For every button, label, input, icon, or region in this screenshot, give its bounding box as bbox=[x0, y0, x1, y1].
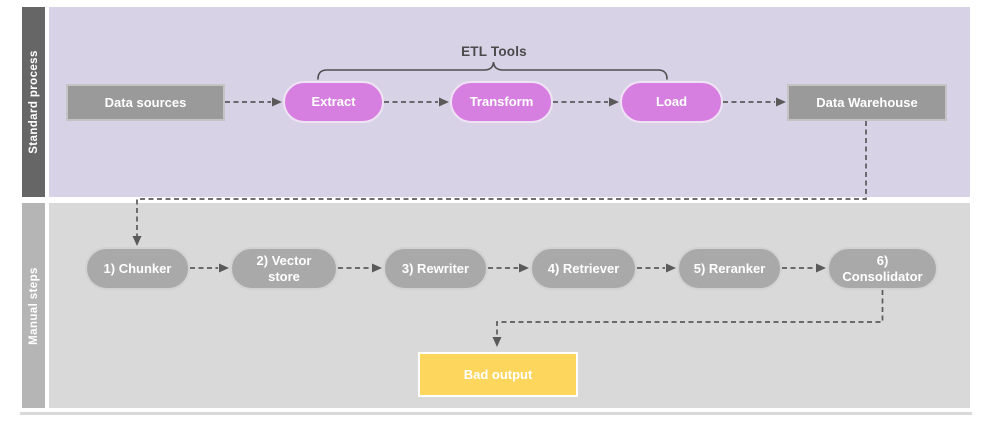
node-bad-output: Bad output bbox=[418, 352, 578, 397]
etl-tools-label: ETL Tools bbox=[461, 44, 527, 59]
node-load: Load bbox=[620, 81, 723, 123]
lane-label-manual-steps: Manual steps bbox=[22, 203, 45, 408]
node-vector-store: 2) Vector store bbox=[230, 247, 338, 290]
node-extract: Extract bbox=[283, 81, 384, 123]
node-rewriter: 3) Rewriter bbox=[383, 247, 488, 290]
node-reranker: 5) Reranker bbox=[677, 247, 782, 290]
lane-label-standard-process: Standard process bbox=[22, 7, 45, 197]
bottom-divider bbox=[20, 412, 972, 415]
lane-label-standard-text: Standard process bbox=[27, 50, 40, 154]
node-data-sources: Data sources bbox=[66, 84, 225, 121]
lane-label-manual-text: Manual steps bbox=[27, 266, 40, 345]
node-consolidator: 6) Consolidator bbox=[827, 247, 938, 290]
node-data-warehouse: Data Warehouse bbox=[787, 84, 947, 121]
node-retriever: 4) Retriever bbox=[530, 247, 637, 290]
node-transform: Transform bbox=[450, 81, 553, 123]
node-chunker: 1) Chunker bbox=[85, 247, 190, 290]
